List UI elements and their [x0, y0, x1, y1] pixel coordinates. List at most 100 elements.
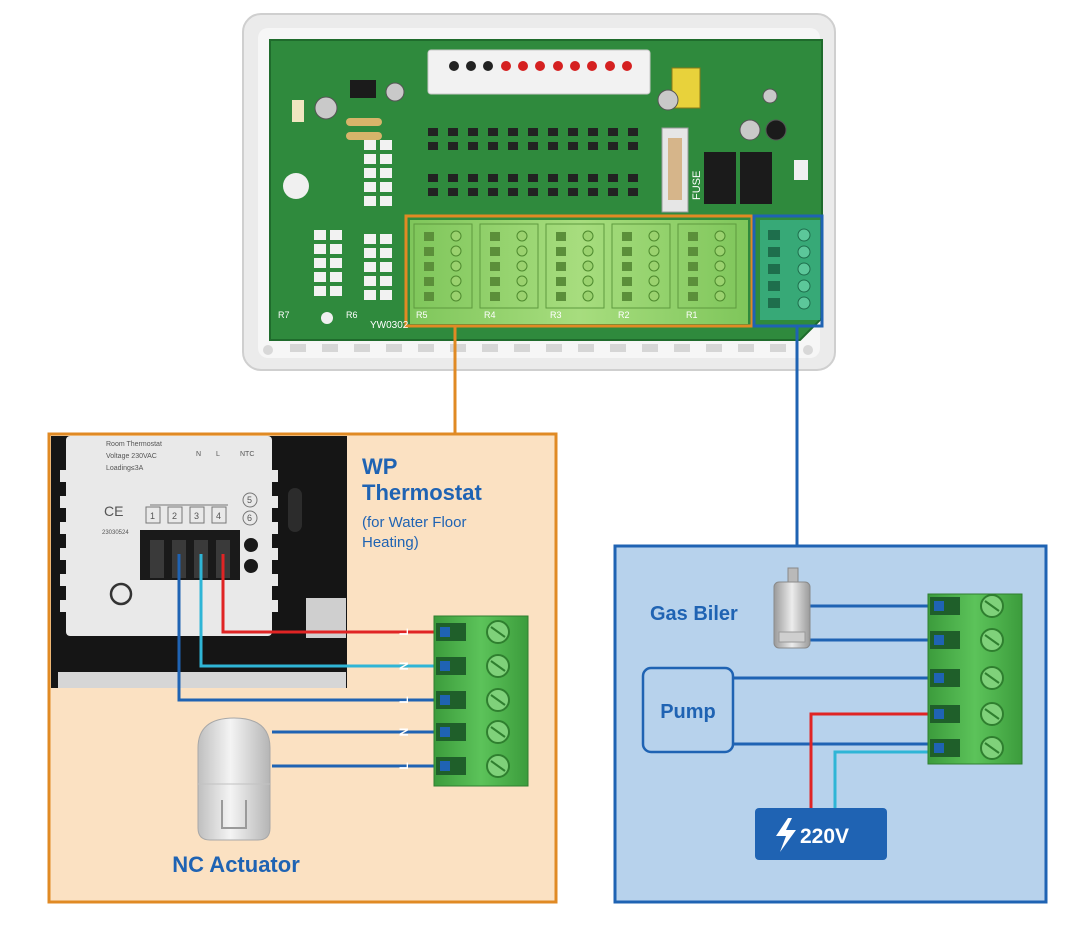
header-pin	[314, 272, 326, 282]
header-pin	[364, 154, 376, 164]
terminal-screw	[797, 262, 811, 276]
vent-slot	[674, 344, 690, 352]
screw-slot	[984, 634, 1000, 646]
smd-chip	[428, 174, 438, 182]
vent-slot	[770, 344, 786, 352]
face-terminal-numbers: 1 2 3 4 5 6	[145, 492, 258, 526]
terminal-screw	[516, 290, 528, 302]
vent-slot	[322, 344, 338, 352]
smd-chip	[448, 128, 458, 136]
relay-label-r3: R3	[550, 310, 562, 320]
smd-chip	[628, 142, 638, 150]
terminal-number: 1	[150, 511, 155, 521]
terminal-clamp	[440, 727, 450, 737]
smd-chip	[468, 128, 478, 136]
lightning-bolt-icon	[776, 818, 796, 852]
terminal-slot	[490, 232, 500, 241]
terminal-slot	[424, 292, 434, 301]
thermostat-bezel	[58, 672, 346, 688]
terminal-slot	[688, 232, 698, 241]
pump-box	[641, 666, 735, 754]
smd-chip	[428, 188, 438, 196]
vent-slot	[418, 344, 434, 352]
terminal-slot	[688, 277, 698, 286]
vent-slot	[514, 344, 530, 352]
led-red	[518, 61, 528, 71]
smd-chip	[608, 128, 618, 136]
terminal-slot	[768, 230, 780, 240]
actuator-window	[221, 800, 247, 829]
terminal-number-box	[189, 506, 205, 524]
thermostat-title-line2: Thermostat	[362, 480, 482, 505]
screw-slot	[490, 760, 506, 772]
relay-label-r5: R5	[416, 310, 428, 320]
terminal-screw	[648, 230, 660, 242]
terminal-slot	[490, 277, 500, 286]
relay	[704, 152, 736, 204]
gas-boiler-icon	[773, 567, 811, 649]
thermostat-face-text: Room Thermostat	[106, 441, 162, 448]
terminal-slot	[622, 292, 632, 301]
header-pin	[314, 230, 326, 240]
terminal-number: 5	[247, 495, 252, 505]
smd-chip	[568, 128, 578, 136]
power-label: 220V	[800, 825, 849, 848]
screw-hole	[263, 345, 273, 355]
header-pin	[364, 196, 376, 206]
led-black	[449, 61, 459, 71]
face-notch	[60, 574, 68, 586]
terminal-clamp	[934, 709, 944, 719]
fuse-label: FUSE	[691, 171, 703, 200]
relay-label-r2: R2	[618, 310, 630, 320]
header-pin	[314, 244, 326, 254]
terminal-clamp	[934, 601, 944, 611]
mount-hole	[283, 173, 309, 199]
terminal-screw	[450, 290, 462, 302]
thermostat-subtitle-line2: Heating)	[362, 534, 419, 551]
terminal-number-box	[211, 506, 227, 524]
terminal-slot	[150, 540, 164, 578]
connector-mark: N	[397, 662, 411, 671]
pump-label: Pump	[660, 701, 716, 723]
header-pin	[330, 230, 342, 240]
terminal-screw	[797, 279, 811, 293]
header-pin	[330, 286, 342, 296]
capacitor	[314, 96, 338, 120]
terminal-slot	[424, 277, 434, 286]
terminal-block-divider	[677, 223, 737, 309]
capacitor	[739, 119, 761, 141]
relay-label-r4: R4	[484, 310, 496, 320]
left-pin-headers	[314, 140, 392, 300]
led-black	[483, 61, 493, 71]
vent-slot	[642, 344, 658, 352]
vent-slot	[578, 344, 594, 352]
face-notch	[60, 548, 68, 560]
header-pin	[364, 290, 376, 300]
vent-slot	[386, 344, 402, 352]
face-mark-ntc: NTC	[240, 451, 254, 458]
terminal-clamp	[440, 627, 450, 637]
power-terminal-group	[752, 214, 824, 328]
terminal-screw	[450, 275, 462, 287]
terminal-screw	[582, 290, 594, 302]
terminal-screw	[648, 245, 660, 257]
red-wire	[221, 554, 436, 634]
terminal-clamp	[440, 661, 450, 671]
header-pin	[380, 276, 392, 286]
resistor	[346, 132, 382, 140]
smd-chip	[608, 174, 618, 182]
power-red-wire	[809, 712, 930, 838]
header-pin	[364, 248, 376, 258]
terminal-screw	[582, 245, 594, 257]
terminal-screw	[714, 260, 726, 272]
smd-chip	[588, 128, 598, 136]
vent-slot	[450, 344, 466, 352]
smd-chip	[528, 188, 538, 196]
header-pin	[314, 258, 326, 268]
smd-chip	[608, 142, 618, 150]
vent-slot	[706, 344, 722, 352]
cyan-wire	[199, 554, 436, 668]
terminal-screw	[516, 245, 528, 257]
terminal-clamp	[934, 673, 944, 683]
